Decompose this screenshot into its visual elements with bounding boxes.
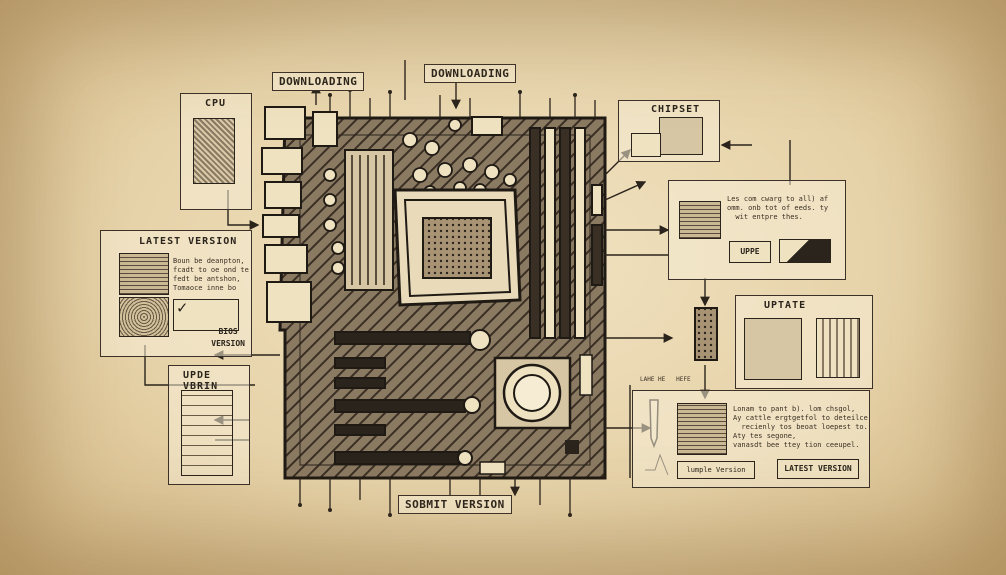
upde-vbrin-card: UPDE VBRIN: [168, 365, 250, 485]
ram-slots: [529, 127, 603, 339]
check-icon: ✓: [177, 298, 188, 318]
io-ports: [261, 106, 503, 323]
bios-version-button[interactable]: ✓ BIOS VERSION: [173, 298, 245, 348]
cpu-card: CPU: [180, 93, 252, 210]
submit-version-tag[interactable]: SOBMIT VERSION: [398, 495, 512, 514]
capacitors: [323, 118, 517, 275]
chipset-info-card: Les com cwarg to all) af omm. onb tot of…: [668, 180, 846, 280]
vrm-heatsink: [344, 149, 394, 291]
downloading-tag-left: DOWNLOADING: [272, 72, 365, 91]
uppe-button[interactable]: UPPE: [729, 241, 771, 263]
flash-notes: Lonam to pant b). lom chsgol, Ay cattle …: [733, 405, 868, 449]
upde-vbrin-title: UPDE VBRIN: [183, 370, 219, 392]
chipset-chip-icon: [659, 117, 703, 155]
latest-version-card: LATEST VERSION Boun be deanpton, fcadt t…: [100, 230, 252, 357]
latest-version-title: LATEST VERSION: [139, 236, 238, 247]
flash-info-card: Lonam to pant b). lom chsgol, Ay cattle …: [632, 390, 870, 488]
bios-board-icon: [119, 297, 169, 337]
info-chip-icon: [679, 201, 721, 239]
cpu-chip-icon: [193, 118, 235, 184]
cpu-socket: [393, 188, 522, 307]
cpu-title: CPU: [205, 98, 227, 109]
update-chip-icon: [744, 318, 802, 380]
update-board-icon: [816, 318, 860, 378]
chipset-card: CHIPSET: [618, 100, 720, 162]
bios-version-label: BIOS VERSION: [211, 327, 245, 348]
small-caption: LAHE HE HEFE: [640, 376, 691, 383]
bios-chip-icon: [119, 253, 169, 295]
update-card: UPTATE: [735, 295, 873, 389]
chipset-title: CHIPSET: [651, 104, 701, 115]
update-title: UPTATE: [764, 300, 807, 311]
latest-version-button[interactable]: LATEST VERSION: [777, 459, 859, 479]
pcie-slots: [334, 329, 491, 466]
downloading-tag-center: DOWNLOADING: [424, 64, 517, 83]
memory-chip: [694, 307, 718, 361]
chipset-notes: Les com cwarg to all) af omm. onb tot of…: [727, 195, 829, 221]
chipset-fan: [479, 354, 593, 475]
chipset-small-icon: [631, 133, 661, 157]
document-icon: [181, 390, 233, 476]
card-icon: [779, 239, 831, 263]
latest-version-notes: Boun be deanpton, fcadt to oe ond te fed…: [173, 257, 249, 292]
flash-chip-icon: [677, 403, 727, 455]
sample-version-button[interactable]: lumple Version: [677, 461, 755, 479]
